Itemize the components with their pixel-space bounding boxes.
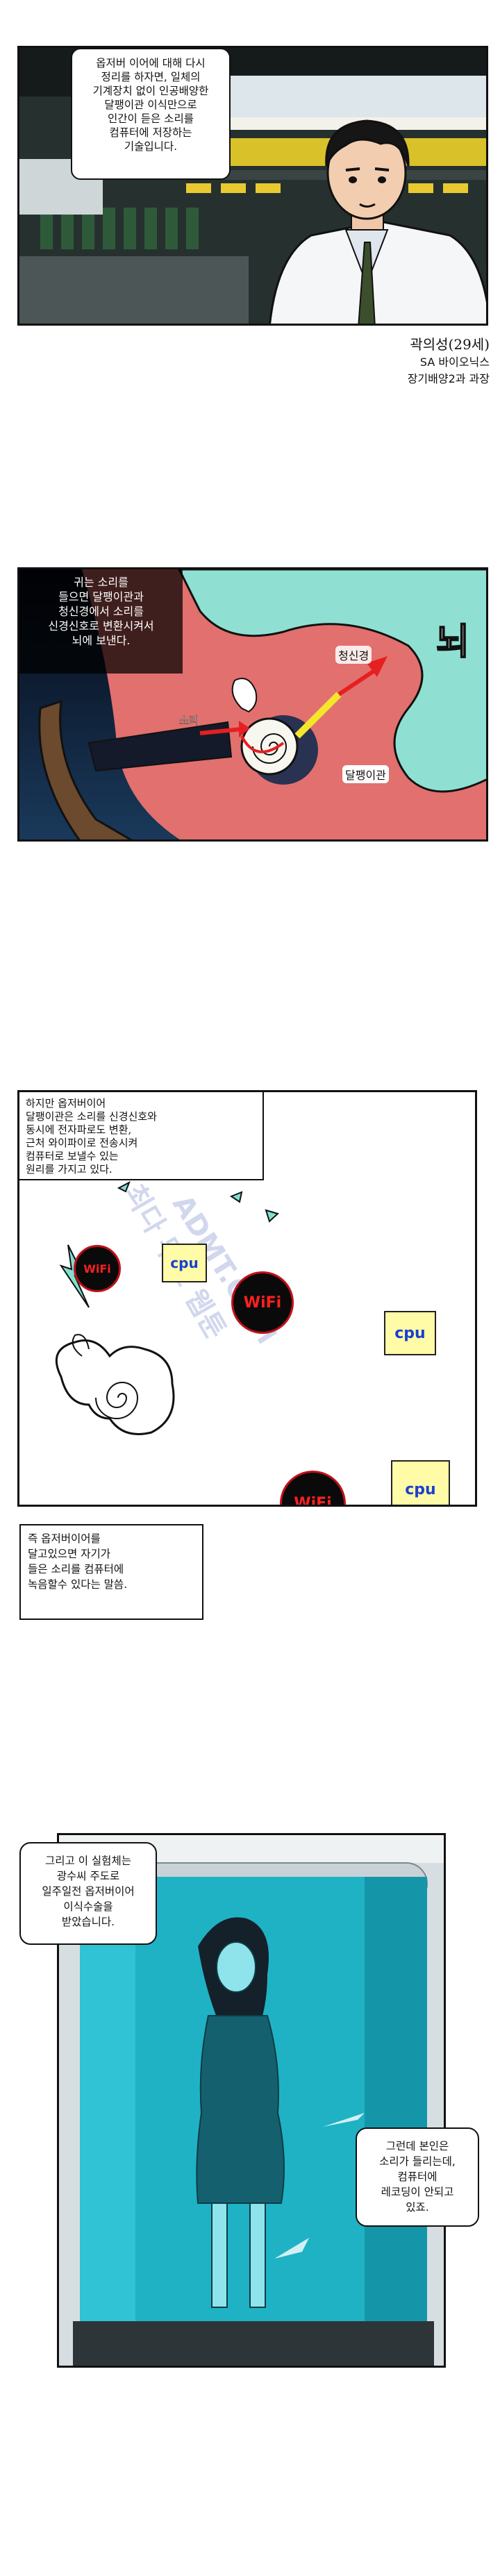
narration-box-ear: 귀는 소리를 들으면 달팽이관과 청신경에서 소리를 신경신호로 변환시켜서 뇌… xyxy=(19,569,183,674)
scientist-figure xyxy=(269,119,486,324)
cpu-label-right: cpu xyxy=(394,1324,426,1342)
cpu-label-left: cpu xyxy=(170,1255,199,1271)
narration-box-top: 하지만 옵저버이어 달팽이관은 소리를 신경신호와 동시에 전자파로도 변환, … xyxy=(19,1092,264,1180)
cpu-label-bottom: cpu xyxy=(405,1481,436,1498)
label-cochlea: 달팽이관 xyxy=(342,765,389,783)
cpu-node-bottom: cpu xyxy=(391,1460,450,1505)
scientist-caption: 곽의성(29세) SA 바이오닉스 장기배양2과 과장 xyxy=(306,335,490,387)
wifi-label-bottom: WiFi xyxy=(294,1495,332,1507)
cpu-node-left: cpu xyxy=(162,1244,207,1282)
label-nerve: 청신경 xyxy=(335,646,372,664)
narration-box-bottom: 즉 옵저버이어를 달고있으면 자기가 들은 소리를 컴퓨터에 녹음할수 있다는 … xyxy=(19,1524,203,1620)
panel-wifi-diagram: ADMT.COM 최다 무료 웹툰 하지만 옵저버이어 달팽이관은 소리를 신경… xyxy=(17,1090,477,1507)
wifi-label-center: WiFi xyxy=(243,1294,282,1312)
speech-bubble-scientist: 옵저버 이어에 대해 다시 정리를 하자면, 일체의 기계장치 없이 인공배양한… xyxy=(71,48,231,180)
label-sound: 소리 xyxy=(179,714,199,728)
wifi-label-left: WiFi xyxy=(83,1262,111,1276)
panel-ear-diagram: 뇌 청신경 소리 달팽이관 귀는 소리를 들으면 달팽이관과 청신경에서 소리를… xyxy=(17,567,488,842)
wifi-node-center: WiFi xyxy=(231,1271,294,1334)
caption-company: SA 바이오닉스 xyxy=(419,356,490,369)
wifi-node-left: WiFi xyxy=(74,1245,121,1292)
capsule-illustration xyxy=(59,1835,444,2366)
label-brain: 뇌 xyxy=(435,621,470,664)
cpu-node-right: cpu xyxy=(384,1311,436,1355)
caption-name: 곽의성(29세) xyxy=(410,336,490,353)
caption-title: 장기배양2과 과장 xyxy=(407,372,490,385)
ear-illustration xyxy=(19,569,486,839)
speech-bubble-top: 그리고 이 실험체는 광수씨 주도로 일주일전 옵저버이어 이식수술을 받았습니… xyxy=(19,1842,157,1945)
panel-scientist: 옵저버 이어에 대해 다시 정리를 하자면, 일체의 기계장치 없이 인공배양한… xyxy=(17,46,488,326)
speech-bubble-bottom: 그런데 본인은 소리가 들리는데, 컴퓨터에 레코딩이 안되고 있죠. xyxy=(356,2127,479,2227)
